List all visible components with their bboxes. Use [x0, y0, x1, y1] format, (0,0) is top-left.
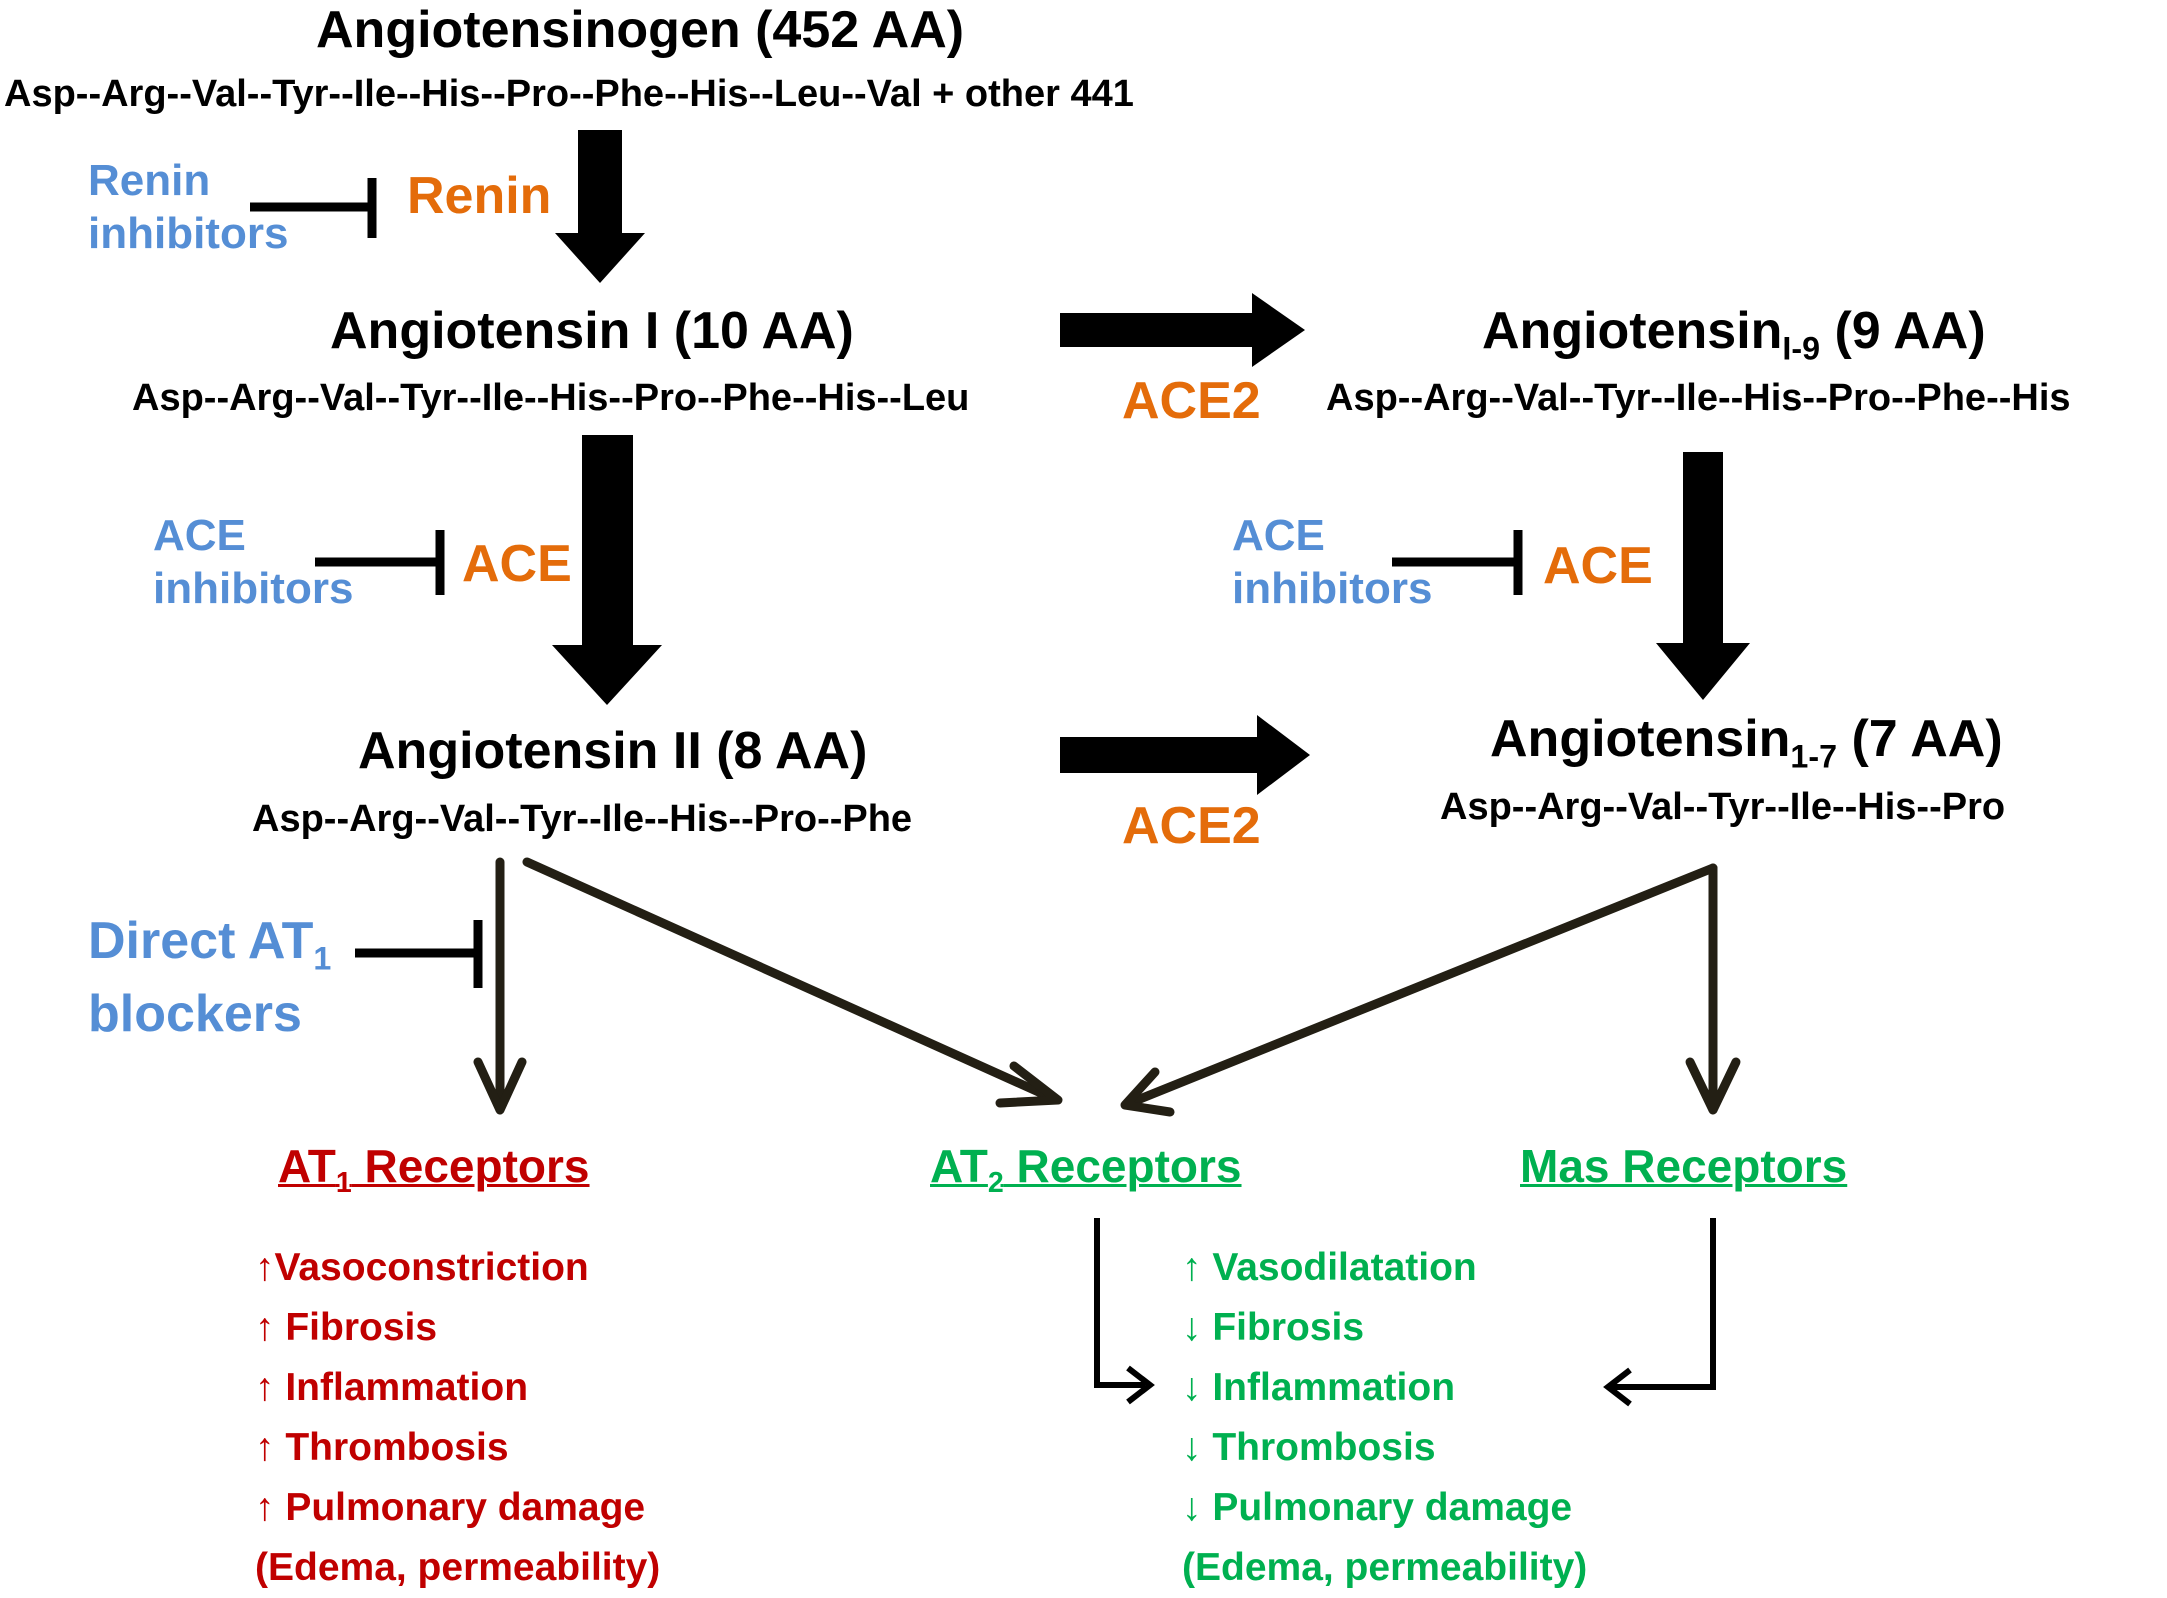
angiotensin-1-sequence: Asp--Arg--Val--Tyr--Ile--His--Pro--Phe--… — [132, 377, 970, 419]
angiotensin-2-sequence: Asp--Arg--Val--Tyr--Ile--His--Pro--Phe — [252, 798, 913, 840]
at2-receptors-label: AT2 Receptors — [930, 1140, 1242, 1199]
effect-item: ↑Vasoconstriction — [255, 1246, 589, 1289]
at1-effects-list: ↑Vasoconstriction ↑ Fibrosis ↑ Inflammatio… — [255, 1238, 660, 1598]
effect-item: ↑ Inflammation — [255, 1366, 529, 1409]
inhibit-ace-right — [1392, 530, 1523, 595]
effect-item: ↑ Vasodilatation — [1182, 1246, 1477, 1289]
inhibit-renin — [250, 178, 377, 238]
ace-inhibitors-right-label: ACE inhibitors — [1232, 511, 1433, 613]
effect-item: ↑ Thrombosis — [255, 1426, 509, 1469]
renin-enzyme-label: Renin — [407, 167, 552, 225]
mas-receptors-label: Mas Receptors — [1520, 1140, 1848, 1192]
arrow-mas-to-effects — [1603, 1218, 1716, 1407]
arrow-angiotensinogen-to-ang1 — [555, 130, 645, 283]
arrow-ace2-top — [1060, 293, 1305, 367]
ace2-top-label: ACE2 — [1122, 372, 1261, 430]
effect-item: (Edema, permeability) — [1182, 1546, 1588, 1589]
arrow-ang1-7-to-at2 — [1120, 863, 1718, 1117]
angiotensin-1-7-title: Angiotensin1-7 (7 AA) — [1490, 710, 2003, 775]
ace-inhibitors-left-label: ACE inhibitors — [153, 511, 354, 613]
arrow-ang1-to-ang2 — [552, 435, 662, 705]
effect-item: ↓ Thrombosis — [1182, 1426, 1436, 1469]
angiotensinogen-sequence: Asp--Arg--Val--Tyr--Ile--His--Pro--Phe--… — [4, 73, 1134, 115]
arrow-ang1-9-to-ang1-7 — [1656, 452, 1750, 700]
ace-enzyme-right-label: ACE — [1543, 537, 1653, 595]
arrow-ace2-bottom — [1060, 715, 1310, 795]
angiotensin-2-title: Angiotensin II (8 AA) — [358, 722, 868, 780]
inhibit-ace-left — [315, 530, 445, 595]
ace2-bottom-label: ACE2 — [1122, 797, 1261, 855]
renin-inhibitors-label: Renin inhibitors — [88, 156, 289, 258]
arrow-ang2-to-at1 — [473, 857, 527, 1115]
angiotensin-1-9-sequence: Asp--Arg--Val--Tyr--Ile--His--Pro--Phe--… — [1326, 377, 2071, 419]
ace-enzyme-left-label: ACE — [462, 535, 572, 593]
effect-item: ↑ Pulmonary damage — [255, 1486, 646, 1529]
arrow-ang1-7-to-mas — [1685, 863, 1741, 1115]
effect-item: ↑ Fibrosis — [255, 1306, 438, 1349]
angiotensin-1-9-title: AngiotensinI-9 (9 AA) — [1482, 302, 1986, 367]
inhibit-at1 — [355, 920, 483, 988]
protective-effects-list: ↑ Vasodilatation ↓ Fibrosis ↓ Inflammation… — [1182, 1238, 1587, 1598]
arrow-at2-to-effects — [1094, 1218, 1155, 1405]
arrow-ang2-to-at2 — [522, 857, 1063, 1108]
effect-item: ↓ Pulmonary damage — [1182, 1486, 1573, 1529]
angiotensin-1-title: Angiotensin I (10 AA) — [330, 302, 854, 360]
angiotensin-1-7-sequence: Asp--Arg--Val--Tyr--Ile--His--Pro — [1440, 786, 2006, 828]
effect-item: ↓ Inflammation — [1182, 1366, 1456, 1409]
angiotensinogen-title: Angiotensinogen (452 AA) — [316, 1, 965, 59]
effect-item: (Edema, permeability) — [255, 1546, 661, 1589]
effect-item: ↓ Fibrosis — [1182, 1306, 1365, 1349]
at1-receptors-label: AT1 Receptors — [278, 1140, 590, 1199]
